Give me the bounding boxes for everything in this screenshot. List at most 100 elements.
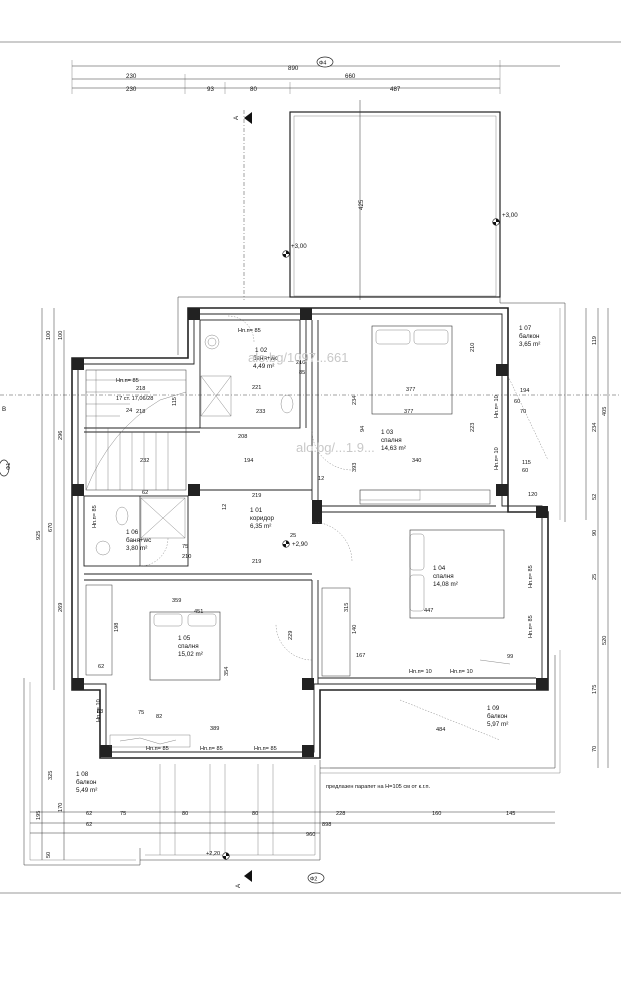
svg-text:210: 210 (470, 343, 476, 352)
bottom-dimension-chain: 62 75 80 80 228 160 145 62 898 960 (30, 811, 555, 838)
svg-text:315: 315 (344, 603, 350, 612)
svg-text:140: 140 (352, 625, 358, 634)
svg-text:Нп.п= 85: Нп.п= 85 (92, 505, 98, 528)
svg-text:82: 82 (156, 714, 162, 720)
svg-text:354: 354 (224, 667, 230, 676)
svg-text:3,80 m²: 3,80 m² (126, 545, 147, 552)
svg-text:234: 234 (592, 423, 598, 432)
svg-text:Нп.п= 85: Нп.п= 85 (146, 746, 169, 752)
svg-text:B: B (2, 406, 6, 413)
svg-text:62: 62 (98, 664, 104, 670)
svg-text:405: 405 (602, 407, 608, 416)
balcony-posts (159, 764, 274, 855)
svg-text:325: 325 (48, 771, 54, 780)
svg-text:Ф4: Ф4 (319, 61, 326, 67)
svg-text:1 09: 1 09 (487, 705, 500, 712)
svg-text:спалня: спалня (433, 573, 454, 580)
section-marker-a-bottom: A (235, 870, 252, 888)
svg-text:50: 50 (46, 852, 52, 858)
svg-text:167: 167 (356, 653, 365, 659)
svg-text:925: 925 (36, 531, 42, 540)
svg-text:1 03: 1 03 (381, 429, 394, 436)
dim-80: 80 (250, 86, 257, 93)
svg-text:119: 119 (592, 336, 598, 345)
sill-labels: Нп.п= 85 Нп.п= 85 Нп.п= 85 Нп.п= 10 Нп.п… (92, 328, 534, 752)
stair-label: 17 ст. 17,06/28 (116, 396, 153, 402)
svg-text:14,08 m²: 14,08 m² (433, 581, 458, 588)
room-label-1-09: 1 09 балкон 5,97 m² (487, 705, 508, 728)
svg-text:296: 296 (58, 431, 64, 440)
svg-text:210: 210 (182, 554, 191, 560)
svg-text:60: 60 (522, 468, 528, 474)
svg-text:60: 60 (514, 399, 520, 405)
svg-text:170: 170 (58, 803, 64, 812)
room-label-1-08: 1 08 балкон 5,49 m² (76, 771, 97, 794)
svg-text:балкон: балкон (76, 778, 97, 786)
svg-text:+2,90: +2,90 (292, 541, 308, 548)
dim-660: 660 (345, 73, 356, 80)
svg-text:898: 898 (322, 822, 331, 828)
svg-text:234: 234 (352, 396, 358, 405)
svg-text:85: 85 (299, 370, 305, 376)
axis-marker-top: Ф4 (316, 56, 334, 68)
roof-terrace-outline: 425 (289, 100, 501, 300)
svg-text:218: 218 (136, 386, 145, 392)
svg-text:80: 80 (182, 811, 188, 817)
svg-text:4,49 m²: 4,49 m² (253, 363, 274, 370)
svg-text:1 06: 1 06 (126, 529, 139, 536)
inner-dimension-figures: 221 233 218 218 115 208 194 232 219 219 … (97, 343, 537, 733)
svg-text:баня+wc: баня+wc (253, 354, 278, 362)
svg-text:198: 198 (114, 623, 120, 632)
svg-text:A: A (233, 115, 240, 120)
room-label-1-02: 1 02 баня+wc 4,49 m² (253, 347, 278, 370)
level-roof-left: +3,00 (282, 243, 307, 258)
staircase: 17 ст. 17,06/28 (85, 369, 187, 491)
axis-marker-bottom: Ф2 (307, 872, 325, 884)
svg-text:12: 12 (318, 476, 324, 482)
interior-walls (83, 319, 536, 684)
svg-text:377: 377 (404, 409, 413, 415)
svg-text:218: 218 (136, 409, 145, 415)
svg-text:94: 94 (360, 426, 366, 432)
svg-text:447: 447 (424, 608, 433, 614)
svg-text:+2,20: +2,20 (206, 851, 220, 857)
svg-text:спалня: спалня (381, 437, 402, 444)
svg-text:14,63 m²: 14,63 m² (381, 445, 406, 452)
svg-text:1 05: 1 05 (178, 635, 191, 642)
svg-text:5,49 m²: 5,49 m² (76, 787, 97, 794)
svg-text:194: 194 (520, 388, 529, 394)
svg-text:62: 62 (86, 822, 92, 828)
watermark-1: alo.bg/1097...661 (248, 350, 348, 365)
furniture (85, 315, 549, 741)
axis-marker-left: Ф1 (0, 459, 12, 477)
svg-text:Нп.п= 85: Нп.п= 85 (200, 746, 223, 752)
svg-text:Нп.п= 10: Нп.п= 10 (494, 447, 500, 470)
svg-text:Ф2: Ф2 (310, 877, 317, 883)
svg-text:451: 451 (194, 609, 203, 615)
svg-text:5,97 m²: 5,97 m² (487, 721, 508, 728)
svg-text:160: 160 (432, 811, 441, 817)
svg-text:960: 960 (306, 832, 315, 838)
svg-text:232: 232 (140, 458, 149, 464)
svg-text:100: 100 (58, 331, 64, 340)
section-marker-a-top: A (233, 110, 252, 300)
svg-text:100: 100 (46, 331, 52, 340)
svg-text:Нп.п= 10: Нп.п= 10 (96, 699, 102, 722)
svg-text:80: 80 (252, 811, 258, 817)
svg-text:Ф1: Ф1 (6, 463, 12, 470)
room-label-1-06: 1 06 баня+wc 3,80 m² (126, 529, 151, 552)
svg-text:52: 52 (592, 494, 598, 500)
svg-text:Нп.п= 10: Нп.п= 10 (494, 395, 500, 418)
railing-marks (109, 489, 511, 748)
room-label-1-04: 1 04 спалня 14,08 m² (433, 565, 458, 588)
svg-text:115: 115 (522, 460, 531, 466)
svg-text:Нп.п= 10: Нп.п= 10 (409, 669, 432, 675)
svg-text:балкон: балкон (519, 332, 540, 340)
svg-text:A: A (235, 883, 242, 888)
top-dimension-chain: 890 230 660 230 93 80 487 (71, 60, 560, 94)
svg-text:175: 175 (592, 685, 598, 694)
svg-text:25: 25 (592, 574, 598, 580)
dim-93: 93 (207, 86, 214, 93)
svg-text:210: 210 (296, 360, 305, 366)
svg-text:484: 484 (436, 727, 445, 733)
